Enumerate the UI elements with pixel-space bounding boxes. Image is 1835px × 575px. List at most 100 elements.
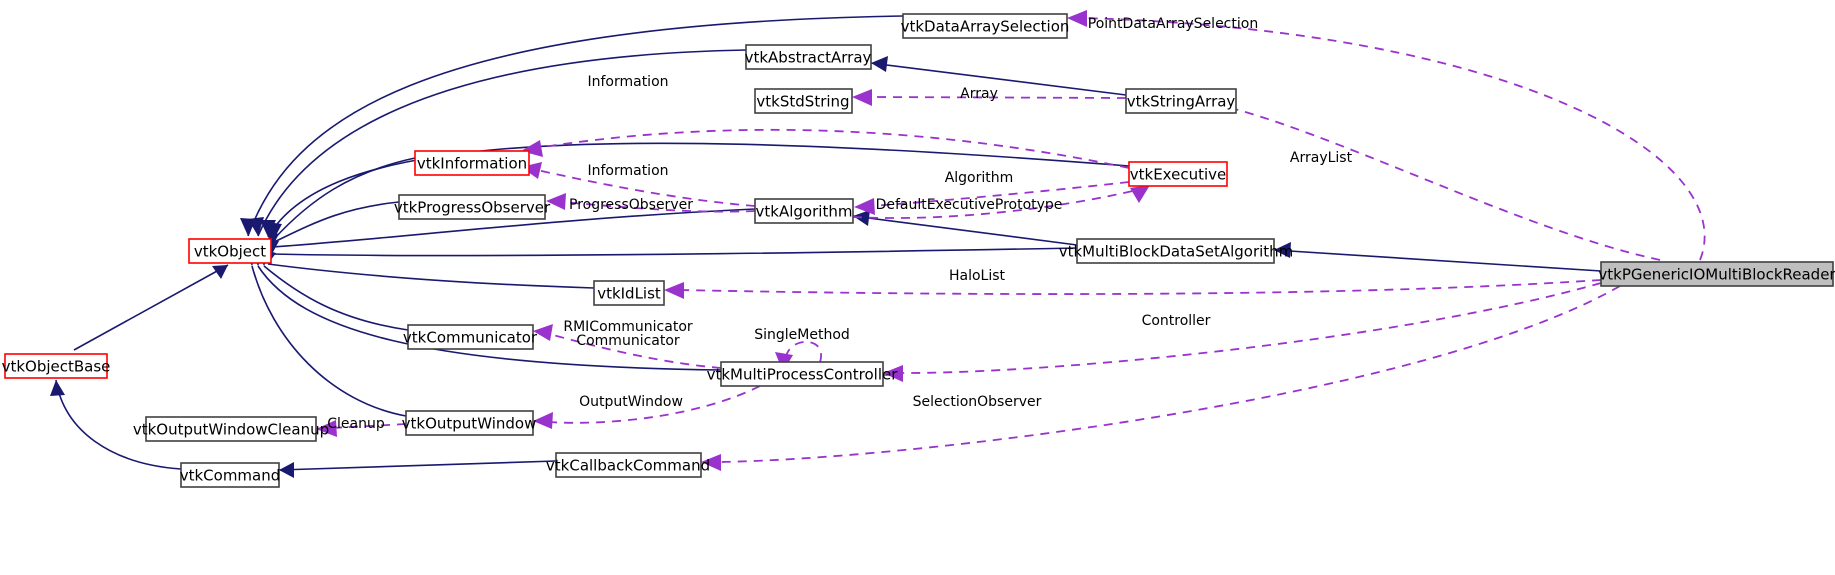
edge-label-selection-observer: SelectionObserver bbox=[913, 394, 1042, 410]
node-box-vtkidlist[interactable] bbox=[593, 280, 665, 306]
inheritance-edges bbox=[50, 15, 1602, 478]
edge-vtkobject-vtkprogressobserver bbox=[271, 201, 400, 244]
node-vtkstdstring[interactable]: vtkStdString bbox=[754, 88, 853, 114]
edge-vtkabstractarray-vtkstringarray bbox=[870, 62, 1127, 96]
node-vtkinformation[interactable]: vtkInformation bbox=[414, 150, 530, 176]
arrowhead-usage-cleanup bbox=[316, 420, 337, 437]
edge-label-array: Array bbox=[960, 86, 998, 102]
edge-usage-singlemethod-selfloop bbox=[785, 340, 822, 363]
node-vtkexecutive[interactable]: vtkExecutive bbox=[1128, 161, 1228, 187]
node-vtkoutputwindowcleanup[interactable]: vtkOutputWindowCleanup bbox=[133, 416, 329, 442]
edge-label-default-executive-prototype: DefaultExecutivePrototype bbox=[876, 197, 1063, 213]
node-vtkmultiprocesscontroller[interactable]: vtkMultiProcessController bbox=[707, 361, 899, 387]
node-vtkobject[interactable]: vtkObject bbox=[188, 238, 272, 264]
edge-vtkobject-vtkexecutive bbox=[267, 142, 1130, 238]
node-label-vtkinformation: vtkInformation bbox=[417, 155, 527, 173]
node-label-vtkcommand: vtkCommand bbox=[180, 467, 281, 485]
node-vtkdataarrayselection[interactable]: vtkDataArraySelection bbox=[901, 13, 1070, 39]
arrowhead-usage-defaultexecutiveprototype bbox=[1130, 185, 1150, 203]
edge-usage-defaultexecutiveprototype bbox=[852, 189, 1138, 219]
edge-label-controller: Controller bbox=[1142, 313, 1211, 329]
node-box-vtkcommunicator[interactable] bbox=[407, 324, 534, 350]
node-label-vtkexecutive: vtkExecutive bbox=[1130, 166, 1226, 184]
node-vtkpgenericiomultiblockreader[interactable]: vtkPGenericIOMultiBlockReader bbox=[1598, 261, 1835, 287]
edge-vtkobject-vtkdataarrayselection bbox=[247, 15, 904, 237]
node-vtkprogressobserver[interactable]: vtkProgressObserver bbox=[394, 194, 551, 220]
edge-usage-algorithm bbox=[869, 181, 1130, 207]
node-box-vtkmultiprocesscontroller[interactable] bbox=[720, 361, 884, 387]
node-box-vtkobjectbase[interactable] bbox=[4, 353, 108, 379]
edge-vtkobject-vtkidlist bbox=[267, 263, 595, 289]
node-vtkalgorithm[interactable]: vtkAlgorithm bbox=[754, 198, 854, 224]
edge-vtkobject-vtkalgorithm bbox=[271, 208, 756, 248]
node-vtkcommunicator[interactable]: vtkCommunicator bbox=[403, 324, 538, 350]
node-vtkoutputwindow[interactable]: vtkOutputWindow bbox=[402, 410, 537, 436]
arrowhead-usage-selectionobserver bbox=[701, 454, 721, 471]
class-nodes: vtkPGenericIOMultiBlockReader vtkDataArr… bbox=[2, 13, 1835, 488]
node-label-vtkoutputwindow: vtkOutputWindow bbox=[402, 415, 537, 433]
arrowhead-usage-information-upper bbox=[521, 140, 543, 157]
usage-edges bbox=[316, 10, 1706, 471]
node-label-vtkprogressobserver: vtkProgressObserver bbox=[394, 199, 551, 217]
edge-vtkobject-vtkcommunicator bbox=[263, 265, 409, 331]
edge-usage-progressobserver bbox=[561, 201, 756, 213]
arrowhead-usage-controller bbox=[883, 365, 903, 382]
node-vtkmultiblockdatasetalgorithm[interactable]: vtkMultiBlockDataSetAlgorithm bbox=[1059, 238, 1294, 264]
edge-usage-controller bbox=[898, 282, 1602, 374]
edge-label-information-top: Information bbox=[587, 74, 668, 90]
arrowhead-inherit-vtkobject-f bbox=[266, 231, 279, 247]
arrowhead-usage-array bbox=[852, 89, 872, 106]
node-box-vtkstringarray[interactable] bbox=[1125, 88, 1237, 114]
node-box-vtkmultiblockdatasetalgorithm[interactable] bbox=[1076, 238, 1275, 264]
node-label-vtkobject: vtkObject bbox=[194, 243, 266, 261]
edge-usage-arraylist bbox=[1214, 103, 1661, 261]
edge-vtkobject-vtkmultiblockdatasetalgorithm bbox=[271, 247, 1078, 257]
arrowhead-inherit-vtkobjectbase-a bbox=[212, 265, 228, 279]
node-box-vtkcallbackcommand[interactable] bbox=[555, 452, 702, 478]
node-vtkcallbackcommand[interactable]: vtkCallbackCommand bbox=[546, 452, 710, 478]
arrowhead-usage-rmicommunicator bbox=[533, 324, 553, 341]
node-vtkcommand[interactable]: vtkCommand bbox=[180, 462, 281, 488]
edge-usage-information-lower bbox=[536, 169, 756, 207]
node-label-vtkalgorithm: vtkAlgorithm bbox=[756, 203, 853, 221]
node-box-vtkinformation[interactable] bbox=[414, 150, 530, 176]
node-box-vtkprogressobserver[interactable] bbox=[398, 194, 546, 220]
node-box-vtkabstractarray[interactable] bbox=[745, 44, 872, 70]
arrowhead-inherit-vtkabstractarray bbox=[871, 56, 888, 72]
node-label-vtkcallbackcommand: vtkCallbackCommand bbox=[546, 457, 710, 475]
node-box-vtkstdstring[interactable] bbox=[754, 88, 853, 114]
edge-vtkobjectbase-vtkcommand bbox=[55, 379, 182, 470]
node-box-vtkoutputwindow[interactable] bbox=[405, 410, 534, 436]
node-label-vtkobjectbase: vtkObjectBase bbox=[2, 358, 111, 376]
arrowhead-usage-pointdataarrayselection bbox=[1067, 10, 1087, 27]
node-label-vtkpgenericiomultiblockreader: vtkPGenericIOMultiBlockReader bbox=[1598, 266, 1835, 284]
node-box-vtkpgenericiomultiblockreader[interactable] bbox=[1600, 261, 1834, 287]
edge-label-point-data-array-selection: PointDataArraySelection bbox=[1088, 16, 1258, 32]
node-label-vtkmultiblockdatasetalgorithm: vtkMultiBlockDataSetAlgorithm bbox=[1059, 243, 1294, 261]
arrowhead-inherit-vtkcommand bbox=[279, 462, 294, 478]
node-box-vtkoutputwindowcleanup[interactable] bbox=[145, 416, 317, 442]
node-box-vtkcommand[interactable] bbox=[180, 462, 280, 488]
node-box-vtkexecutive[interactable] bbox=[1128, 161, 1228, 187]
node-box-vtkalgorithm[interactable] bbox=[754, 198, 854, 224]
edge-label-array-list: ArrayList bbox=[1290, 150, 1353, 166]
node-box-vtkobject[interactable] bbox=[188, 238, 272, 264]
node-vtkidlist[interactable]: vtkIdList bbox=[593, 280, 665, 306]
edge-label-single-method: SingleMethod bbox=[754, 327, 850, 343]
node-vtkobjectbase[interactable]: vtkObjectBase bbox=[2, 353, 111, 379]
edge-label-communicator: Communicator bbox=[576, 333, 680, 349]
node-vtkstringarray[interactable]: vtkStringArray bbox=[1125, 88, 1237, 114]
arrowhead-inherit-vtkobject-b bbox=[248, 217, 264, 236]
node-label-vtkmultiprocesscontroller: vtkMultiProcessController bbox=[707, 366, 899, 384]
node-box-vtkdataarrayselection[interactable] bbox=[902, 13, 1068, 39]
edge-usage-pointdataarrayselection bbox=[1081, 17, 1706, 261]
node-label-vtkdataarrayselection: vtkDataArraySelection bbox=[901, 18, 1070, 36]
edge-label-halo-list: HaloList bbox=[949, 268, 1006, 284]
edge-vtkobjectbase-vtkobject bbox=[73, 264, 229, 351]
node-label-vtkidlist: vtkIdList bbox=[597, 285, 661, 303]
node-vtkabstractarray[interactable]: vtkAbstractArray bbox=[745, 44, 872, 70]
edge-usage-array bbox=[868, 96, 1127, 99]
edge-label-algorithm: Algorithm bbox=[945, 170, 1014, 186]
